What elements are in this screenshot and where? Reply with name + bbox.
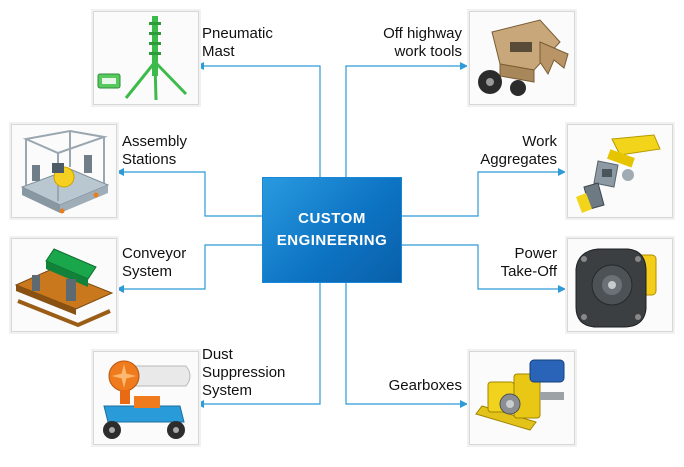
label-conveyor-system: Conveyor System: [122, 245, 187, 280]
label-power-take-off: Power Take-Off: [500, 245, 557, 280]
label-pneumatic-mast: Pneumatic Mast: [202, 25, 273, 60]
off-highway-thumbnail: [469, 11, 575, 105]
connector-conveyor-system: [116, 244, 262, 293]
assembly-stations-thumbnail: [11, 124, 117, 218]
connector-off-highway: [345, 62, 468, 177]
connector-power-take-off: [402, 244, 566, 293]
dust-suppression-icon: [103, 360, 191, 439]
work-aggregate-icon: [576, 134, 661, 213]
assembly-station-icon: [20, 129, 110, 214]
connector-pneumatic-mast: [196, 62, 321, 177]
work-aggregates-thumbnail: [567, 124, 673, 218]
connector-assembly-stations: [116, 168, 262, 217]
pneumatic-mast-thumbnail: [93, 11, 199, 105]
custom-engineering-hub: CUSTOM ENGINEERING: [262, 177, 402, 283]
hub-title-line-1: CUSTOM: [298, 210, 366, 227]
hub-title-line-2: ENGINEERING: [276, 232, 388, 249]
conveyor-system-thumbnail: [11, 238, 117, 332]
connector-gearboxes: [345, 283, 468, 408]
conveyor-icon: [14, 248, 114, 328]
gearboxes-thumbnail: [469, 351, 575, 445]
power-take-off-icon: [575, 248, 657, 328]
connector-work-aggregates: [402, 168, 566, 217]
connector-dust-suppression: [196, 283, 321, 408]
off-highway-tool-icon: [478, 19, 569, 96]
label-dust-suppression: Dust Suppression System: [202, 346, 286, 399]
label-gearboxes: Gearboxes: [388, 377, 462, 394]
label-work-aggregates: Work Aggregates: [480, 133, 557, 168]
label-assembly-stations: Assembly Stations: [122, 133, 188, 168]
pneumatic-mast-icon: [97, 16, 188, 101]
label-off-highway: Off highway work tools: [383, 25, 462, 60]
power-take-off-thumbnail: [567, 238, 673, 332]
gearbox-icon: [475, 359, 565, 431]
dust-suppression-thumbnail: [93, 351, 199, 445]
